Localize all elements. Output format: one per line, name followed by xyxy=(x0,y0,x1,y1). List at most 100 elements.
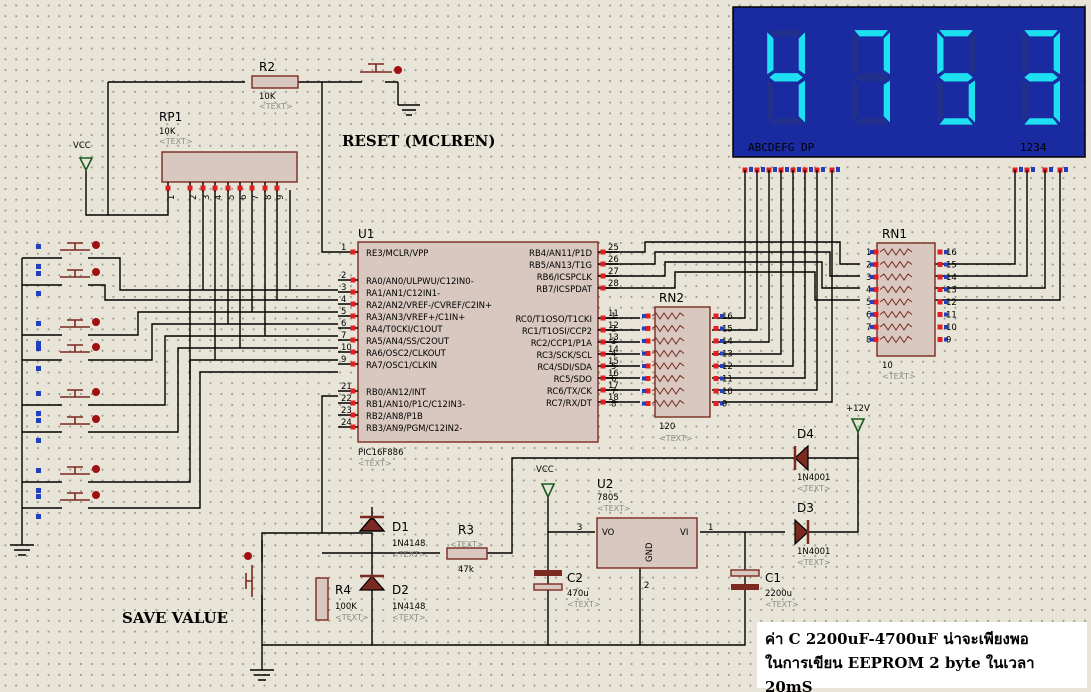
svg-text:5: 5 xyxy=(611,362,616,372)
input-button-3[interactable] xyxy=(36,318,100,346)
diode-d2[interactable]: D2 1N4148 <TEXT> xyxy=(358,574,426,622)
svg-text:RC5/SDO: RC5/SDO xyxy=(554,375,593,385)
display-digit-4 xyxy=(1022,30,1060,125)
save-value-button[interactable] xyxy=(244,540,263,625)
resistor-r3[interactable]: R3 <TEXT> 47k xyxy=(446,523,488,575)
svg-text:13: 13 xyxy=(608,333,619,343)
rn2-text: <TEXT> xyxy=(659,434,693,443)
diode-d1[interactable]: D1 1N4148 <TEXT> xyxy=(358,507,426,559)
svg-text:3: 3 xyxy=(866,273,871,283)
svg-text:RC2/CCP1/P1A: RC2/CCP1/P1A xyxy=(531,339,592,349)
svg-text:22: 22 xyxy=(341,394,352,404)
capacitor-c1[interactable]: C1 2200u <TEXT> xyxy=(730,569,799,609)
svg-text:RC4/SDI/SDA: RC4/SDI/SDA xyxy=(537,363,592,373)
rp1-value: 10K xyxy=(159,127,176,137)
d4-text: <TEXT> xyxy=(797,484,831,493)
svg-text:4: 4 xyxy=(214,195,224,200)
r2-value: 10K xyxy=(259,92,276,102)
svg-text:RA5/AN4/SS/C2OUT: RA5/AN4/SS/C2OUT xyxy=(366,337,450,347)
rp1-ref: RP1 xyxy=(159,110,182,124)
svg-text:10: 10 xyxy=(722,387,733,397)
input-button-1[interactable] xyxy=(36,241,100,269)
u2-pin-gnd: GND xyxy=(645,542,655,562)
u1-right-pins: 25RB4/AN11/P1D26RB5/AN13/T1G27RB6/ICSPCL… xyxy=(515,243,618,409)
r3-text: <TEXT> xyxy=(450,540,484,549)
diode-d4[interactable]: D4 1N4001 <TEXT> xyxy=(793,427,831,493)
svg-text:RB4/AN11/P1D: RB4/AN11/P1D xyxy=(529,249,592,259)
input-button-8[interactable] xyxy=(36,491,100,519)
svg-text:RA0/AN0/ULPWU/C12IN0-: RA0/AN0/ULPWU/C12IN0- xyxy=(366,277,474,287)
input-button-2[interactable] xyxy=(36,268,100,296)
svg-text:6: 6 xyxy=(239,195,249,200)
rn2-ref: RN2 xyxy=(659,291,684,305)
reset-button[interactable] xyxy=(350,63,402,83)
r4-value: 100K xyxy=(335,602,357,612)
svg-text:24: 24 xyxy=(341,418,352,428)
diode-d3[interactable]: D3 1N4001 <TEXT> xyxy=(794,501,831,567)
svg-text:11: 11 xyxy=(946,311,957,321)
svg-text:3: 3 xyxy=(202,195,212,200)
resistor-r2[interactable]: R2 10K <TEXT> xyxy=(251,60,299,111)
svg-text:4: 4 xyxy=(341,295,346,305)
svg-text:6: 6 xyxy=(341,319,346,329)
svg-text:RB3/AN9/PGM/C12IN2-: RB3/AN9/PGM/C12IN2- xyxy=(366,424,462,434)
svg-text:15: 15 xyxy=(722,325,733,335)
r4-ref: R4 xyxy=(335,583,351,597)
svg-text:8: 8 xyxy=(264,195,274,200)
c2-text: <TEXT> xyxy=(567,600,601,609)
svg-text:13: 13 xyxy=(946,286,957,296)
note-line-1: ค่า C 2200uF-4700uF น่าจะเพียงพอ xyxy=(765,630,1029,648)
segment-pins-label: ABCDEFG DP xyxy=(748,141,815,154)
svg-text:15: 15 xyxy=(946,261,957,271)
display-digit-1 xyxy=(767,30,805,125)
rn2-value: 120 xyxy=(659,422,675,432)
seven-segment-display[interactable]: ABCDEFG DP 1234 xyxy=(732,6,1086,158)
svg-text:5: 5 xyxy=(866,298,871,308)
capacitor-c2[interactable]: C2 470u <TEXT> xyxy=(533,570,601,609)
input-button-7[interactable] xyxy=(36,465,100,493)
input-button-5[interactable] xyxy=(36,388,100,416)
r2-ref: R2 xyxy=(259,60,275,74)
d3-ref: D3 xyxy=(797,501,814,515)
d2-ref: D2 xyxy=(392,583,409,597)
svg-text:11: 11 xyxy=(608,309,619,319)
resistor-r4[interactable]: R4 100K <TEXT> xyxy=(315,577,369,622)
svg-text:RA3/AN3/VREF+/C1IN+: RA3/AN3/VREF+/C1IN+ xyxy=(366,313,465,323)
svg-text:4: 4 xyxy=(611,350,616,360)
svg-text:9: 9 xyxy=(946,336,951,346)
svg-text:12: 12 xyxy=(608,321,619,331)
microcontroller-u1[interactable]: U1 PIC16F886 <TEXT> 1RE3/MCLR/VPP2RA0/AN… xyxy=(338,227,619,468)
u1-text: <TEXT> xyxy=(358,459,392,468)
svg-text:10: 10 xyxy=(946,323,957,333)
svg-text:14: 14 xyxy=(608,345,619,355)
svg-text:8: 8 xyxy=(611,400,616,410)
d4-model: 1N4001 xyxy=(797,473,830,483)
u2-pin-3: 3 xyxy=(577,523,582,533)
rn1-value: 10 xyxy=(882,361,893,371)
input-button-4[interactable] xyxy=(36,343,100,371)
svg-text:15: 15 xyxy=(608,357,619,367)
display-pins xyxy=(742,167,1068,173)
svg-text:27: 27 xyxy=(608,267,619,277)
input-button-6[interactable] xyxy=(36,415,100,443)
svg-text:2: 2 xyxy=(341,271,346,281)
plus12v-symbol: +12V xyxy=(846,404,870,434)
svg-text:RB2/AN8/P1B: RB2/AN8/P1B xyxy=(366,412,423,422)
svg-text:RA7/OSC1/CLKIN: RA7/OSC1/CLKIN xyxy=(366,361,437,371)
svg-text:14: 14 xyxy=(946,273,957,283)
input-buttons[interactable] xyxy=(36,241,100,519)
svg-text:4: 4 xyxy=(866,286,871,296)
svg-text:26: 26 xyxy=(608,255,619,265)
svg-text:5: 5 xyxy=(227,195,237,200)
u1-left-pins: 1RE3/MCLR/VPP2RA0/AN0/ULPWU/C12IN0-3RA1/… xyxy=(338,243,492,434)
svg-text:23: 23 xyxy=(341,406,352,416)
c2-ref: C2 xyxy=(567,571,583,585)
c1-value: 2200u xyxy=(765,589,792,599)
svg-text:8: 8 xyxy=(866,336,871,346)
regulator-u2[interactable]: U2 7805 <TEXT> VO VI GND 3 1 2 xyxy=(577,477,713,591)
svg-text:1: 1 xyxy=(167,195,177,200)
